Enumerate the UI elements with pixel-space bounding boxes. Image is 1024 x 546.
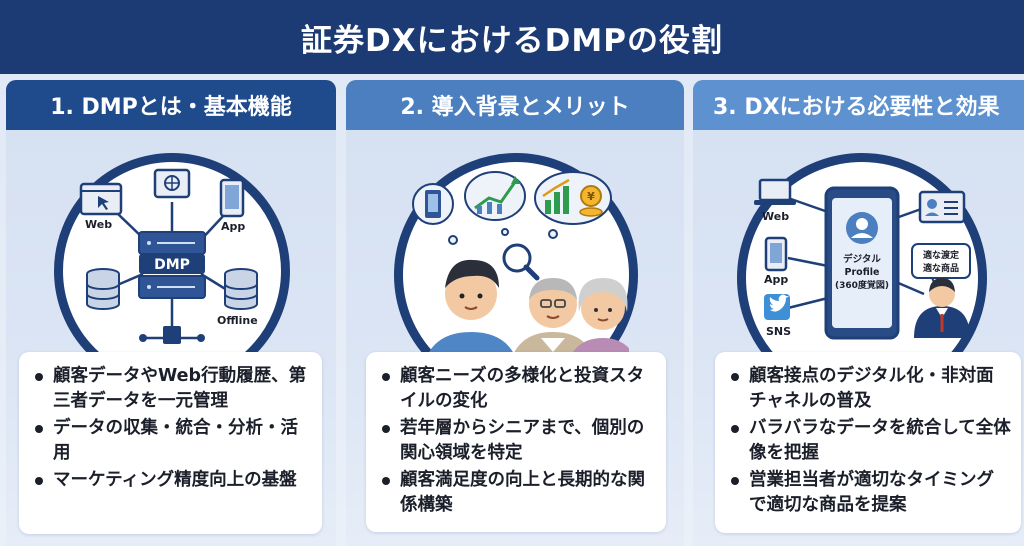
- channel-label-app: App: [764, 273, 788, 286]
- bar-chart-coins-icon: ¥: [542, 178, 603, 217]
- bullet-card: 顧客接点のデジタル化・非対面チャネルの普及 バラバラなデータを統合して全体像を把…: [715, 352, 1021, 533]
- magnifier-icon: [502, 243, 540, 281]
- bubble-line-2: 適な商品: [923, 262, 959, 274]
- column-heading: 1. DMPとは・基本機能: [6, 80, 336, 130]
- source-label-web: Web: [85, 218, 112, 231]
- smartphone-icon: [764, 236, 788, 272]
- column-heading: 3. DXにおける必要性と効果: [693, 80, 1024, 130]
- dmp-diagram-circle: Web App DMP: [54, 153, 290, 389]
- column-background-merits: 2. 導入背景とメリット: [346, 80, 684, 546]
- svg-text:¥: ¥: [587, 190, 595, 203]
- profile-line-3: (360度覚図): [835, 279, 889, 291]
- dmp-center-label: DMP: [154, 257, 190, 273]
- network-node-icon: [139, 326, 205, 344]
- bullet-item: マーケティング精度向上の基盤: [31, 468, 312, 493]
- growth-chart-icon: [474, 176, 521, 214]
- database-right-icon: [224, 268, 258, 310]
- phone-icon: [425, 190, 441, 218]
- smartphone-icon: [219, 178, 245, 218]
- digital-profile-diagram: Web App SNS デジタル Profile (: [754, 178, 971, 340]
- bullet-card: 顧客ニーズの多様化と投資スタイルの変化 若年層からシニアまで、個別の関心領域を特…: [366, 352, 666, 532]
- laptop-icon: [754, 178, 796, 205]
- salesperson-avatar: [914, 278, 970, 338]
- bullet-item: 顧客データやWeb行動履歴、第三者データを一元管理: [31, 364, 312, 414]
- digital-profile-phone: [824, 186, 900, 340]
- column-heading: 2. 導入背景とメリット: [346, 80, 684, 130]
- bullet-item: 若年層からシニアまで、個別の関心領域を特定: [378, 416, 656, 466]
- database-left-icon: [86, 268, 120, 310]
- bullet-item: 顧客ニーズの多様化と投資スタイルの変化: [378, 364, 656, 414]
- source-label-offline: Offline: [217, 314, 258, 327]
- bullet-item: 営業担当者が適切なタイミングで適切な商品を提案: [727, 468, 1011, 518]
- bullet-item: 顧客満足度の向上と長期的な関係構築: [378, 468, 656, 518]
- dmp-hub-diagram: Web App DMP: [79, 168, 258, 344]
- channel-label-sns: SNS: [766, 325, 791, 338]
- bullet-item: 顧客接点のデジタル化・非対面チャネルの普及: [727, 364, 1011, 414]
- bullet-item: バラバラなデータを統合して全体像を把握: [727, 416, 1011, 466]
- globe-monitor-icon: [153, 168, 191, 199]
- column-dx-necessity: 3. DXにおける必要性と効果 Web App: [693, 80, 1024, 546]
- id-card-icon: [918, 190, 966, 224]
- dmp-server-icon: [138, 231, 206, 299]
- bullet-card: 顧客データやWeb行動履歴、第三者データを一元管理 データの収集・統合・分析・活…: [19, 352, 322, 534]
- page-title: 証券DXにおけるDMPの役割: [0, 0, 1024, 74]
- column-dmp-basics: 1. DMPとは・基本機能: [6, 80, 336, 546]
- web-browser-icon: [79, 182, 123, 216]
- profile-line-2: Profile: [845, 267, 880, 278]
- profile-line-1: デジタル: [843, 253, 881, 265]
- bubble-line-1: 適な渡定: [923, 249, 960, 261]
- sns-bird-icon: [764, 294, 790, 320]
- bullet-item: データの収集・統合・分析・活用: [31, 416, 312, 466]
- source-label-app: App: [221, 220, 245, 233]
- channel-label-web: Web: [762, 210, 789, 223]
